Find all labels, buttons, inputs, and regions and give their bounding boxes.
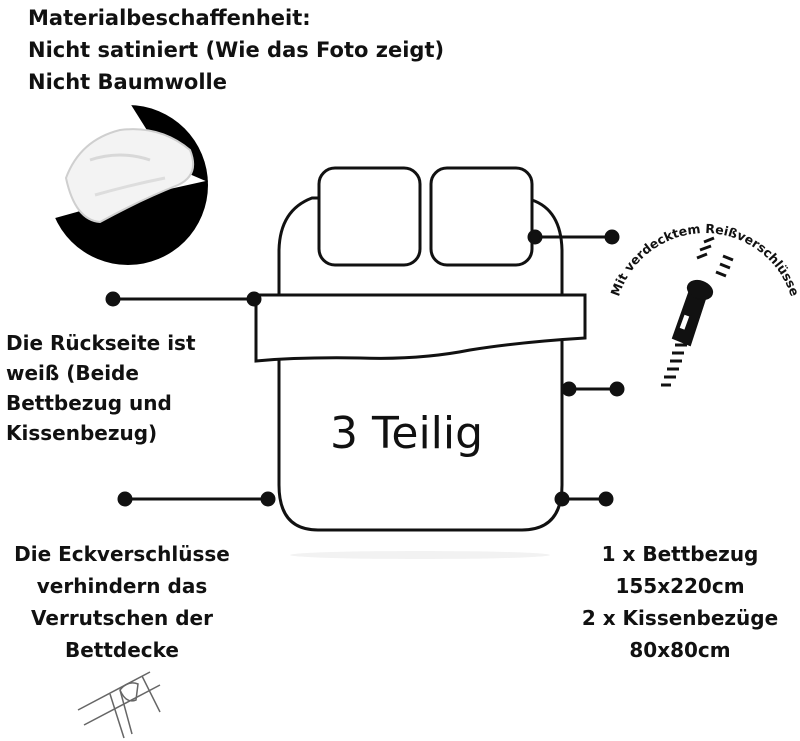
size-note: 1 x Bettbezug 155x220cm 2 x Kissenbezüge… [560,538,800,666]
duvet-fold [254,293,587,363]
size-line-1: 1 x Bettbezug [601,542,759,566]
corner-tie-icon [77,671,161,739]
bed-outline [254,166,587,532]
material-title: Materialbeschaffenheit: [28,6,311,30]
callout-lines [105,229,625,507]
size-line-2: 155x220cm [615,574,745,598]
back-side-line-2: weiß (Beide [6,361,139,385]
size-line-4: 80x80cm [629,638,731,662]
corner-ties-line-1: Die Eckverschlüsse [14,542,230,566]
size-line-3: 2 x Kissenbezüge [581,606,779,630]
set-count-label: 3 Teilig [330,408,484,459]
corner-ties-line-2: verhindern das [36,574,208,598]
material-header: Materialbeschaffenheit: Nicht satiniert … [28,2,444,98]
corner-ties-line-4: Bettdecke [65,638,179,662]
back-side-line-3: Bettbezug und [6,391,172,415]
corner-ties-note: Die Eckverschlüsse verhindern das Verrut… [4,538,240,666]
pillow-photo [48,105,208,265]
pillow-left [317,166,422,267]
material-cotton-note: Nicht Baumwolle [28,70,227,94]
material-satin-note: Nicht satiniert (Wie das Foto zeigt) [28,38,445,62]
zipper-icon [661,236,734,387]
pillow-right [429,166,534,267]
back-side-line-4: Kissenbezug) [6,421,158,445]
back-side-note: Die Rückseite ist weiß (Beide Bettbezug … [6,328,196,448]
back-side-line-1: Die Rückseite ist [6,331,196,355]
corner-ties-line-3: Verrutschen der [31,606,213,630]
